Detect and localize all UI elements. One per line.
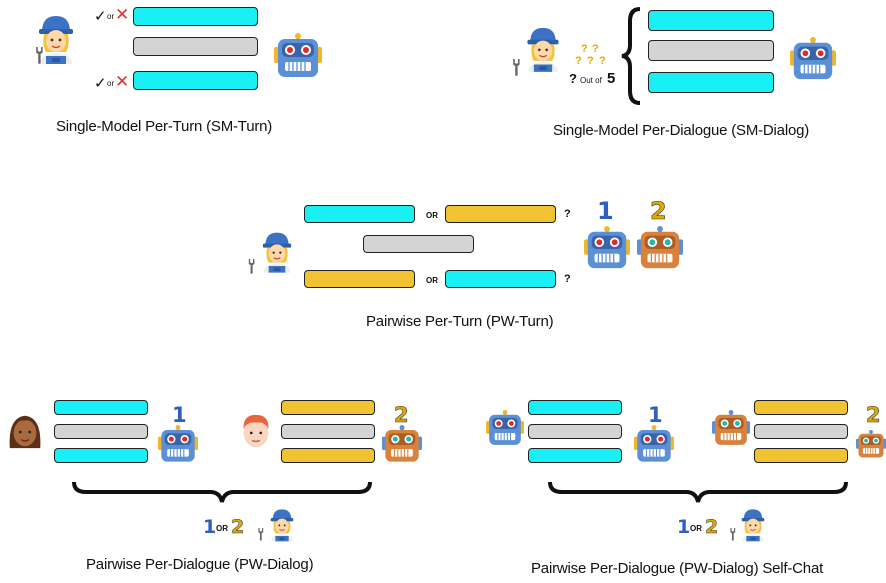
or-label: or: [107, 12, 115, 21]
panel-title: Single-Model Per-Turn (SM-Turn): [56, 118, 273, 135]
question-mark-icon: ?: [581, 43, 588, 55]
model-response-bubble: [281, 448, 375, 463]
score-max: 5: [607, 70, 616, 87]
robot-icon: [274, 33, 322, 81]
question-mark-icon: ?: [575, 55, 582, 67]
check-icon: ✓: [94, 8, 107, 25]
robot-1-icon: [158, 425, 198, 465]
choice-1-label: 1: [677, 516, 691, 538]
panel-title: Pairwise Per-Dialogue (PW-Dialog) Self-C…: [531, 560, 824, 577]
woman-icon: [6, 410, 44, 452]
man-icon: [237, 410, 275, 452]
wrench-icon: [728, 526, 740, 542]
check-icon: ✓: [94, 75, 107, 92]
choice-2-label: 2: [705, 516, 719, 539]
human-message-bubble: [528, 424, 622, 439]
model-response-bubble: [54, 448, 148, 463]
model-response-bubble: [754, 448, 848, 463]
model-2-label: 2: [394, 403, 409, 428]
out-of-label: Out of: [580, 76, 602, 85]
robot-2-icon: [382, 425, 422, 465]
model-response-bubble: [528, 448, 622, 463]
robot-2-icon: [856, 425, 886, 465]
model-response-bubble: [133, 7, 258, 26]
rating-question: ?: [569, 71, 577, 86]
model-2-response-bubble: [445, 270, 556, 288]
robot-2-icon: [637, 226, 683, 272]
model-response-bubble: [133, 71, 258, 90]
choice-2-label: 2: [231, 516, 245, 539]
cross-icon: ✕: [115, 5, 130, 24]
model-1-response-bubble: [304, 205, 415, 223]
human-message-bubble: [133, 37, 258, 56]
robot-icon: [790, 37, 836, 83]
human-message-bubble: [363, 235, 474, 253]
model-response-bubble: [54, 400, 148, 415]
worker-icon: [737, 506, 769, 542]
question-mark-icon: ?: [599, 55, 606, 67]
human-message-bubble: [648, 40, 774, 61]
model-1-response-bubble: [304, 270, 415, 288]
panel-title: Single-Model Per-Dialogue (SM-Dialog): [553, 122, 810, 139]
or-label: OR: [690, 524, 702, 533]
comparison-brace: [548, 481, 848, 503]
model-response-bubble: [648, 72, 774, 93]
model-2-label: 2: [650, 197, 667, 226]
model-response-bubble: [281, 400, 375, 415]
cross-icon: ✕: [115, 72, 130, 91]
panel-title: Pairwise Per-Dialogue (PW-Dialog): [86, 556, 314, 573]
question-mark-icon: ?: [564, 273, 571, 285]
dialog-brace: [621, 7, 641, 105]
worker-icon: [266, 506, 298, 542]
or-label: OR: [426, 276, 438, 285]
choice-1-label: 1: [203, 516, 217, 538]
panel-title: Pairwise Per-Turn (PW-Turn): [366, 313, 554, 330]
worker-icon: [521, 24, 565, 72]
wrench-icon: [510, 56, 526, 78]
robot-1-icon: [634, 425, 674, 465]
human-message-bubble: [754, 424, 848, 439]
robot-1-icon: [584, 226, 630, 272]
wrench-icon: [246, 256, 260, 276]
wrench-icon: [256, 526, 268, 542]
question-mark-icon: ?: [592, 43, 599, 55]
model-1-label: 1: [172, 403, 187, 427]
human-message-bubble: [281, 424, 375, 439]
model-1-label: 1: [597, 197, 614, 225]
question-mark-icon: ?: [587, 55, 594, 67]
human-message-bubble: [54, 424, 148, 439]
model-response-bubble: [648, 10, 774, 31]
worker-icon: [257, 228, 297, 274]
or-label: OR: [426, 211, 438, 220]
model-1-label: 1: [648, 403, 663, 427]
model-response-bubble: [754, 400, 848, 415]
robot-icon: [486, 410, 524, 448]
model-2-response-bubble: [445, 205, 556, 223]
robot-icon: [712, 410, 750, 448]
model-2-label: 2: [866, 403, 881, 428]
wrench-icon: [33, 44, 49, 66]
model-response-bubble: [528, 400, 622, 415]
question-mark-icon: ?: [564, 208, 571, 220]
or-label: or: [107, 79, 115, 88]
comparison-brace: [72, 481, 372, 503]
or-label: OR: [216, 524, 228, 533]
